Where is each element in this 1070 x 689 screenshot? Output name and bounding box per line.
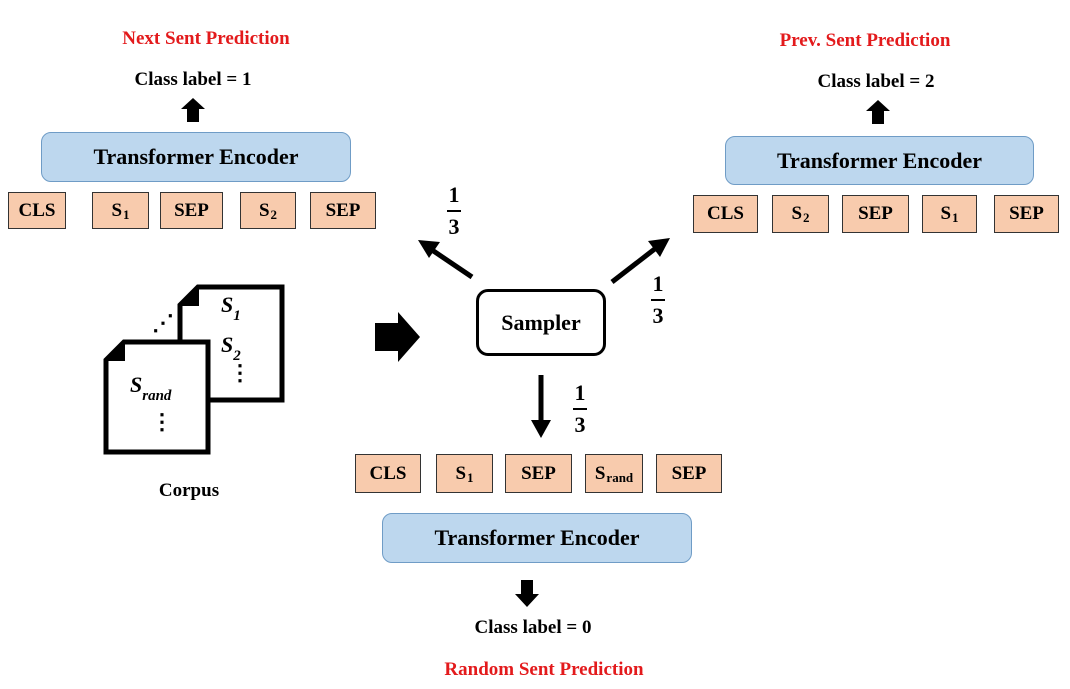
doc-back-vdots: ⋮ bbox=[229, 360, 251, 385]
prev-transformer-encoder: Transformer Encoder bbox=[725, 136, 1034, 185]
token-text: CLS bbox=[18, 199, 56, 221]
token-text: S bbox=[594, 462, 606, 484]
prob-next-fraction: 1 3 bbox=[447, 184, 461, 238]
prob-random-bar bbox=[573, 408, 587, 410]
arrow-to-random-head bbox=[531, 420, 551, 438]
prev-token-cls: CLS bbox=[693, 195, 758, 233]
random-sent-title: Random Sent Prediction bbox=[444, 659, 644, 680]
prob-next-numerator: 1 bbox=[448, 182, 460, 207]
token-text: S bbox=[791, 203, 803, 224]
prob-prev-fraction: 1 3 bbox=[651, 273, 665, 327]
prob-prev-bar bbox=[651, 299, 665, 301]
random-transformer-encoder: Transformer Encoder bbox=[382, 513, 692, 563]
prev-token-sep: SEP bbox=[994, 195, 1059, 233]
token-text: SEP bbox=[521, 462, 556, 484]
token-text: SEP bbox=[174, 199, 209, 221]
token-text: CLS bbox=[369, 462, 407, 484]
corpus-doc-back-fold bbox=[177, 284, 199, 306]
token-text: SEP bbox=[671, 462, 707, 484]
arrow-to-prev-line bbox=[610, 246, 658, 284]
prob-random-fraction: 1 3 bbox=[573, 382, 587, 436]
arrow-to-next-line bbox=[430, 247, 474, 280]
token-text: SEP bbox=[1009, 203, 1044, 224]
token-text: S bbox=[258, 199, 270, 221]
prev-token-sep: SEP bbox=[842, 195, 909, 233]
doc-front-vdots: ⋮ bbox=[151, 409, 173, 434]
prev-class-label: Class label = 2 bbox=[817, 71, 935, 92]
corpus-doc-front-fold bbox=[103, 339, 125, 361]
token-subscript: 2 bbox=[270, 206, 278, 222]
next-token-sep: SEP bbox=[310, 192, 376, 229]
random-token-cls: CLS bbox=[355, 454, 421, 493]
token-subscript: 1 bbox=[123, 206, 130, 222]
next-sent-title: Next Sent Prediction bbox=[122, 28, 290, 49]
random-class-label: Class label = 0 bbox=[474, 617, 592, 638]
doc-front-srand: Srand bbox=[130, 372, 172, 405]
prev-sent-title: Prev. Sent Prediction bbox=[779, 30, 951, 51]
prob-next-bar bbox=[447, 210, 461, 212]
next-token-cls: CLS bbox=[8, 192, 66, 229]
arrow-to-next-head bbox=[418, 240, 440, 258]
corpus-to-sampler-arrow bbox=[375, 312, 420, 362]
token-text: SEP bbox=[858, 203, 893, 224]
next-transformer-encoder: Transformer Encoder bbox=[41, 132, 351, 182]
doc-back-s2: S2 bbox=[221, 332, 241, 365]
random-token-sep: SEP bbox=[656, 454, 722, 493]
doc-back-s1: S1 bbox=[221, 292, 241, 325]
token-text: CLS bbox=[707, 203, 744, 224]
sampler-box: Sampler bbox=[476, 289, 606, 356]
prob-random-denominator: 3 bbox=[574, 412, 586, 437]
corpus-label: Corpus bbox=[158, 480, 220, 501]
next-class-label: Class label = 1 bbox=[134, 69, 252, 90]
prob-prev-denominator: 3 bbox=[652, 303, 664, 328]
random-down-arrow bbox=[515, 580, 539, 607]
next-token-sep: SEP bbox=[160, 192, 223, 229]
next-up-arrow bbox=[181, 98, 205, 122]
doc-between-dots: ⋰ bbox=[152, 310, 174, 335]
token-text: S bbox=[111, 199, 123, 221]
arrow-to-prev-head bbox=[648, 238, 670, 257]
token-subscript: 1 bbox=[467, 469, 474, 485]
prob-prev-numerator: 1 bbox=[652, 271, 664, 296]
prob-next-denominator: 3 bbox=[448, 214, 460, 239]
prev-up-arrow bbox=[866, 100, 890, 124]
prob-random-numerator: 1 bbox=[574, 380, 586, 405]
token-text: SEP bbox=[325, 199, 361, 221]
token-subscript: 1 bbox=[952, 210, 959, 225]
token-subscript: 2 bbox=[803, 210, 810, 225]
random-token-sep: SEP bbox=[505, 454, 572, 493]
token-subscript: rand bbox=[606, 469, 634, 485]
token-text: S bbox=[455, 462, 467, 484]
token-text: S bbox=[940, 203, 952, 224]
